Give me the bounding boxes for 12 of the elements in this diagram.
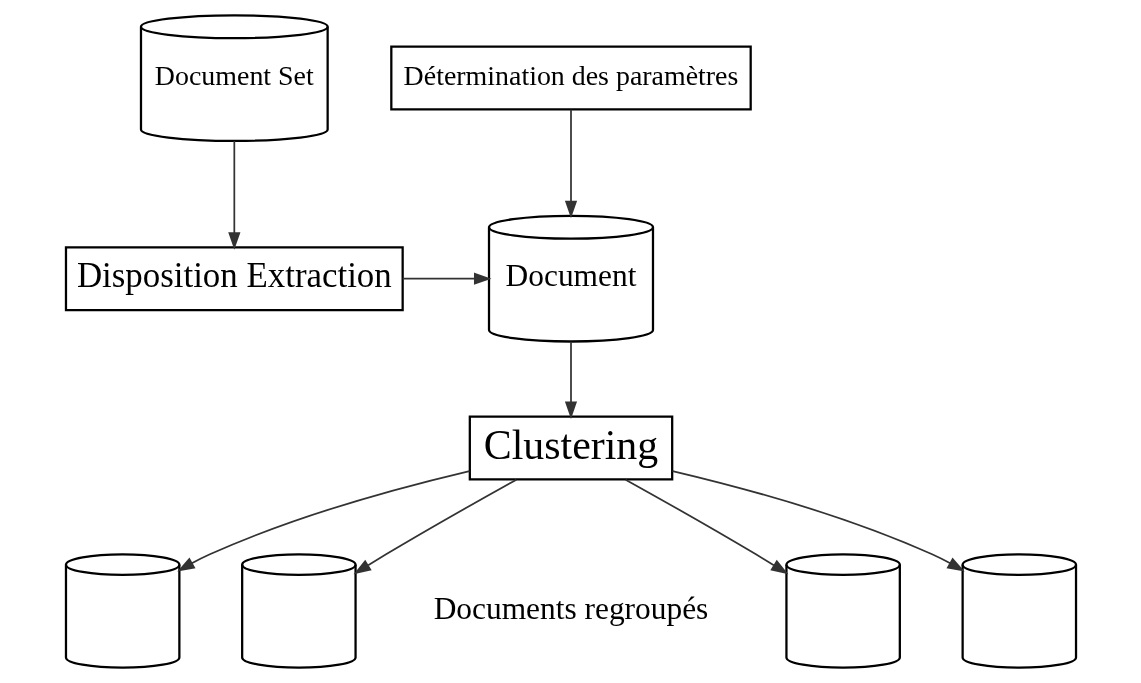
arrow [564, 340, 577, 419]
label: Documents regroupés [433, 590, 708, 626]
node-box: Disposition Extraction [64, 246, 404, 312]
arrow [401, 272, 491, 285]
arrow [227, 140, 240, 250]
arrow [353, 478, 517, 575]
arrow [176, 470, 470, 572]
arrow [671, 470, 965, 572]
node-box: Détermination des paramètres [389, 45, 752, 111]
arrow [564, 108, 577, 219]
arrow [624, 478, 788, 575]
node-box: Clustering [468, 415, 673, 481]
